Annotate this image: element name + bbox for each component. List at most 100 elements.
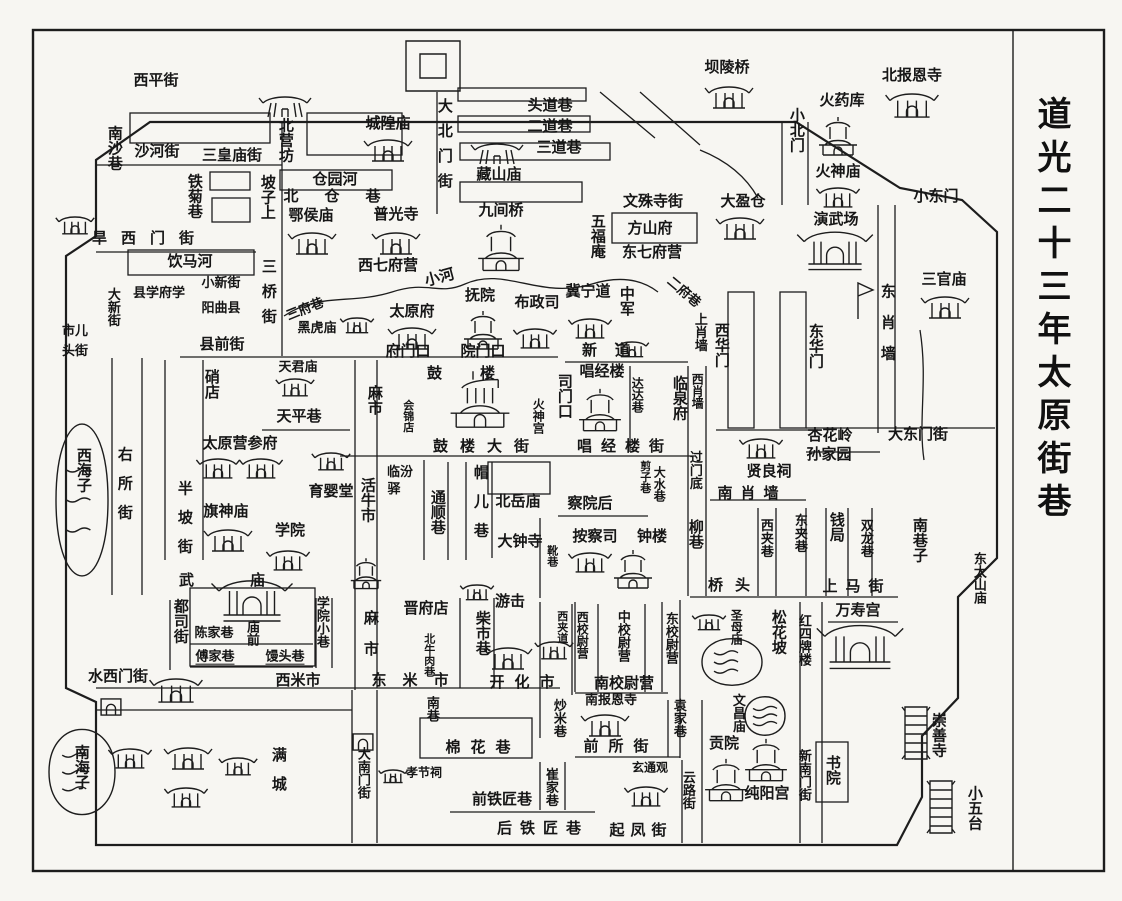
map-label: 太原府 xyxy=(389,304,435,321)
map-label: 坡子上 xyxy=(258,174,275,220)
temple-icon xyxy=(691,614,727,631)
map-label: 达达巷 xyxy=(630,377,645,413)
map-label: 中校尉营 xyxy=(615,610,631,662)
map-label: 武庙 xyxy=(178,573,322,590)
temple-icon xyxy=(218,757,258,776)
map-label: 县学府学 xyxy=(132,285,186,301)
temple-icon xyxy=(195,458,241,479)
map-label: 剪子巷 xyxy=(638,460,651,494)
map-label: 西七府营 xyxy=(357,258,419,275)
map-label: 鼓楼 xyxy=(426,366,534,383)
tower-icon xyxy=(464,311,502,350)
temple-icon xyxy=(715,217,765,240)
map-label: 北报恩寺 xyxy=(881,68,943,85)
map-label: 大北门街 xyxy=(435,98,452,198)
map-label: 上马街 xyxy=(822,579,892,596)
map-label: 西海子 xyxy=(74,447,91,493)
map-label: 起凤街 xyxy=(609,823,673,840)
map-label: 孝节祠 xyxy=(405,765,443,780)
map-label: 贡院 xyxy=(708,736,740,753)
map-label: 活牛市 xyxy=(358,477,375,523)
map-label: 万寿宫 xyxy=(835,603,881,620)
map-label: 天平巷 xyxy=(276,409,322,426)
map-label: 袁家巷 xyxy=(671,698,687,738)
map-label: 东华门 xyxy=(806,323,823,369)
map-label: 头道巷 xyxy=(527,98,573,115)
map-label: 大钟寺 xyxy=(497,534,543,551)
map-label: 文昌庙 xyxy=(730,693,746,733)
map-label: 庙前 xyxy=(244,620,260,646)
map-label: 南校尉营 xyxy=(593,676,655,693)
map-label: 双龙巷 xyxy=(858,518,874,558)
map-label: 学院小巷 xyxy=(314,596,330,648)
temple-icon xyxy=(704,86,754,109)
temple-icon xyxy=(163,787,209,808)
map-label: 书院 xyxy=(823,755,840,785)
map-label: 县前街 xyxy=(199,337,245,354)
big-temple-icon xyxy=(211,580,293,622)
map-label: 演武场 xyxy=(813,212,859,229)
map-label: 桥头 xyxy=(707,578,763,595)
map-label: 火药库 xyxy=(819,93,865,110)
map-label: 大水巷 xyxy=(652,466,667,502)
map-label: 府门口 xyxy=(385,344,431,361)
temple-icon xyxy=(107,748,153,769)
map-label: 大盈仓 xyxy=(720,194,766,211)
map-label: 硝店 xyxy=(202,369,219,399)
pagoda-wall-icon xyxy=(901,706,931,760)
map-label: 大南门街 xyxy=(355,747,371,799)
temple-icon xyxy=(287,232,337,255)
temple-icon xyxy=(512,328,558,349)
temple-icon xyxy=(738,438,784,459)
big-temple-icon xyxy=(796,231,874,271)
gate-roof-icon xyxy=(258,96,312,118)
map-label: 三桥街 xyxy=(259,258,276,334)
temple-icon xyxy=(311,452,351,471)
map-label: 抚院 xyxy=(464,288,496,305)
map-label: 藏山庙 xyxy=(476,167,522,184)
temple-icon xyxy=(203,529,253,552)
map-label: 南肖墙 xyxy=(717,486,787,503)
map-label: 东太山庙 xyxy=(971,552,987,604)
big-temple-icon xyxy=(816,624,904,670)
map-label: 棉花巷 xyxy=(445,740,521,757)
temple-icon xyxy=(55,216,95,235)
temple-icon xyxy=(339,317,375,334)
map-label: 帽儿巷 xyxy=(471,464,488,552)
map-label: 文殊寺街 xyxy=(622,194,684,211)
flag-icon xyxy=(857,281,875,319)
temple-icon xyxy=(387,327,437,350)
map-label: 铁菊巷 xyxy=(185,173,202,219)
map-label: 太原营参府 xyxy=(202,436,278,453)
map-label: 小东门 xyxy=(913,189,959,206)
map-label: 西华门 xyxy=(712,322,729,368)
map-label: 西平街 xyxy=(133,73,179,90)
temple-icon xyxy=(163,747,213,770)
pond-icon xyxy=(55,423,109,577)
map-label: 黑虎庙 xyxy=(297,320,337,336)
map-label: 会锦店 xyxy=(401,399,414,433)
tower-icon xyxy=(705,758,747,802)
map-label: 麻市 xyxy=(365,385,382,415)
temple-icon xyxy=(623,786,669,807)
pagoda-wall-icon xyxy=(926,780,956,834)
map-label: 都司街 xyxy=(171,598,188,644)
map-label: 三皇庙街 xyxy=(201,148,263,165)
map-label: 南巷子 xyxy=(910,517,927,563)
map-label: 东七府营 xyxy=(621,245,683,262)
temple-icon xyxy=(238,458,284,479)
map-label: 开化市 xyxy=(489,675,565,692)
map-label: 鄂侯庙 xyxy=(288,208,334,225)
map-label: 市儿 xyxy=(61,323,89,339)
map-label: 贤良祠 xyxy=(746,464,792,481)
map-label: 方山府 xyxy=(627,221,673,238)
map-label: 钟楼 xyxy=(636,529,668,546)
map-label: 西米市 xyxy=(275,673,321,690)
map-label: 陈家巷 xyxy=(194,625,234,641)
map-label: 仓园河 xyxy=(312,172,358,189)
map-label: 南海子 xyxy=(72,744,89,790)
map-label: 傅家巷 xyxy=(195,648,235,665)
temple-icon xyxy=(567,318,613,339)
map-label: 北牛肉巷 xyxy=(422,633,435,677)
